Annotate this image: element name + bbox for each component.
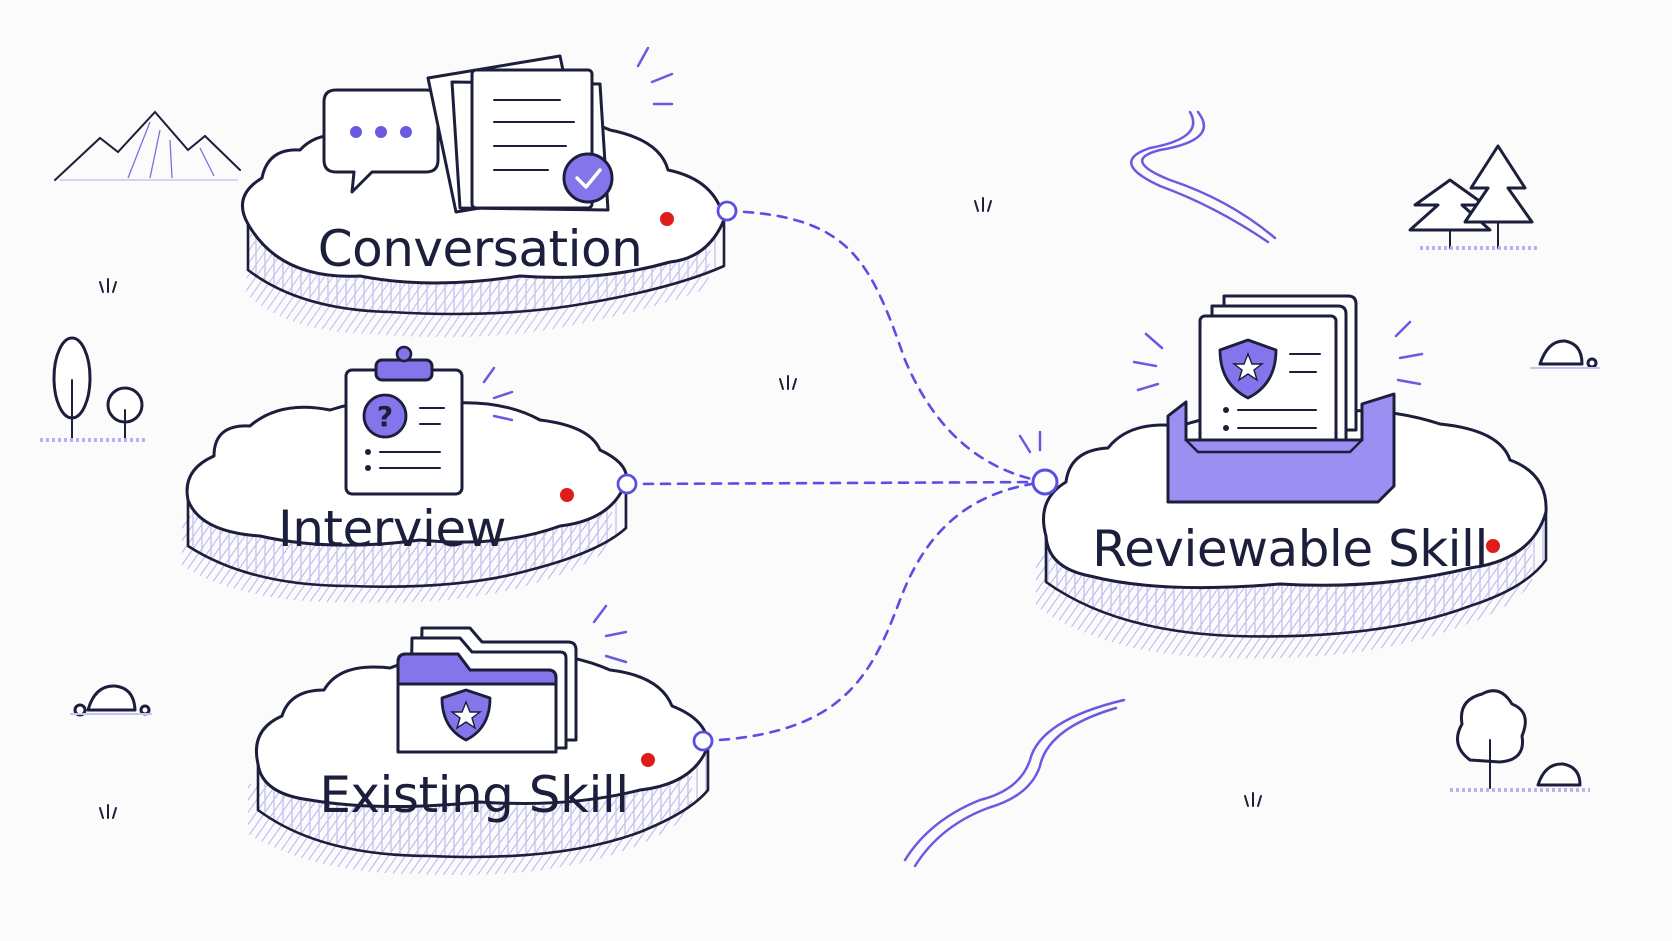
- node-label: Interview: [278, 500, 506, 558]
- folder-shield-icon: [396, 626, 578, 754]
- sparkle-icon: [482, 366, 514, 422]
- node-label: Conversation: [318, 220, 643, 278]
- river-icon: [903, 110, 1277, 868]
- status-dot: [1486, 539, 1500, 553]
- sparkle-icon: [1394, 320, 1424, 386]
- tree-icon: [40, 336, 145, 442]
- grass-icon: [99, 197, 1262, 819]
- inbox-tray-shield-document-icon: [1166, 294, 1396, 504]
- svg-text:?: ?: [377, 400, 393, 433]
- mountain-icon: [54, 110, 241, 181]
- sparkle-icon: [592, 604, 628, 664]
- tree-icon: [1450, 689, 1590, 792]
- sparkle-icon: [1018, 430, 1042, 454]
- rock-icon: [70, 684, 152, 717]
- connector-port[interactable]: [1031, 468, 1059, 496]
- node-conversation[interactable]: Conversation: [240, 46, 738, 338]
- connector-port[interactable]: [716, 200, 738, 222]
- connector-port[interactable]: [616, 473, 638, 495]
- edge-conversation-to-reviewable: [725, 209, 1047, 484]
- rock-icon: [1530, 339, 1600, 369]
- status-dot: [641, 753, 655, 767]
- sparkle-icon: [1132, 332, 1164, 392]
- node-interview[interactable]: ? Interview: [182, 345, 638, 603]
- sparkle-icon: [636, 46, 674, 106]
- status-dot: [560, 488, 574, 502]
- pine-tree-icon: [1408, 144, 1540, 250]
- clipboard-question-icon: ?: [344, 345, 464, 496]
- document-check-icon: [426, 54, 614, 214]
- node-existing-skill[interactable]: Existing Skill: [248, 604, 714, 875]
- edge-interview-to-reviewable: [625, 480, 1047, 486]
- node-reviewable-skill[interactable]: Reviewable Skill: [1018, 294, 1548, 659]
- edge-existing-to-reviewable: [701, 480, 1047, 743]
- connector-edges: [625, 209, 1047, 743]
- connector-port[interactable]: [692, 730, 714, 752]
- node-label: Reviewable Skill: [1092, 520, 1488, 578]
- status-dot: [660, 212, 674, 226]
- node-label: Existing Skill: [319, 766, 628, 824]
